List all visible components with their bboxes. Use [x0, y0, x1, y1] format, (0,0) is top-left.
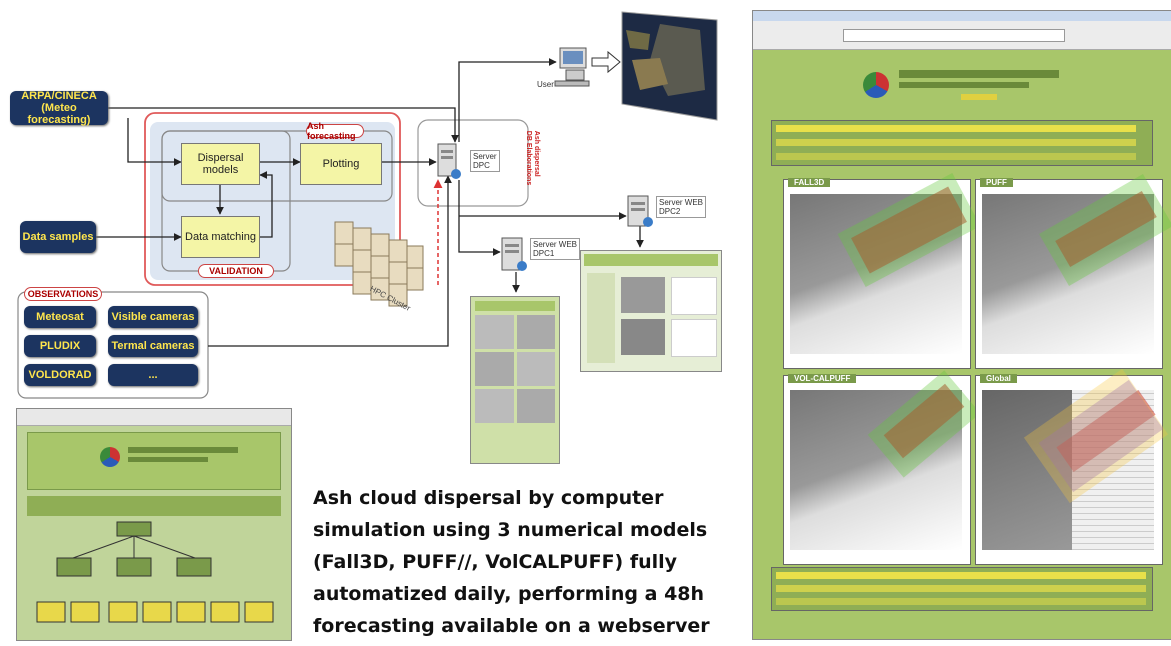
- maps-grid: FALL3D PUFF VOL-CALPUFF Global: [783, 172, 1171, 569]
- user-to-map-arrow: [591, 50, 621, 74]
- server-dpc-label: Server DPC: [470, 150, 500, 172]
- site-header: [771, 58, 1153, 116]
- arpa-to-dispersal-line: [127, 118, 182, 166]
- server-web2-icon: [627, 195, 653, 227]
- arpa-to-server-line: [107, 107, 459, 143]
- obs-pludix: PLUDIX: [24, 335, 96, 357]
- map-panel-volcalpuff: VOL-CALPUFF: [783, 370, 981, 565]
- map-panel-puff: PUFF: [975, 174, 1171, 369]
- observations-to-server-line: [208, 175, 452, 347]
- caption-line-2: simulation using 3 numerical models: [313, 519, 708, 541]
- browser-titlebar: [753, 11, 1171, 21]
- validation-tag: VALIDATION: [198, 264, 274, 278]
- logo-icon: [100, 447, 120, 467]
- browser-screenshot: FALL3D PUFF VOL-CALPUFF Global: [752, 10, 1171, 640]
- server-to-web1-line: [458, 180, 501, 256]
- web1-page-thumbnail: [470, 296, 560, 464]
- map-title-fall3d: FALL3D: [788, 178, 831, 187]
- obs-visible-cameras: Visible cameras: [108, 306, 198, 328]
- map-panel-fall3d: FALL3D: [783, 172, 981, 369]
- server-group-frame: [417, 119, 529, 207]
- map-title-puff: PUFF: [980, 178, 1013, 187]
- caption-line-3: (Fall3D, PUFF//, VolCALPUFF) fully: [313, 551, 678, 573]
- plotting-node: Plotting: [300, 143, 382, 185]
- map-panel-global: Global: [975, 368, 1169, 565]
- caption-line-4: automatized daily, performing a 48h: [313, 583, 705, 605]
- dispersal-models-node: Dispersal models: [181, 143, 260, 185]
- obs-voldorad: VOLDORAD: [24, 364, 96, 386]
- obs-meteosat: Meteosat: [24, 306, 96, 328]
- tree-page-screenshot: [16, 408, 292, 641]
- obs-termal-cameras: Termal cameras: [108, 335, 198, 357]
- server-dpc-icon: [437, 143, 461, 179]
- server-web1-icon: [501, 237, 527, 271]
- computer-icon: [554, 47, 590, 87]
- server-web1-label: Server WEB DPC1: [530, 238, 581, 260]
- info-table: [771, 120, 1153, 166]
- site-logo-icon: [863, 72, 889, 98]
- matching-feedback-line: [259, 171, 273, 238]
- bottom-info-table: [771, 567, 1153, 611]
- web2-page-thumbnail: [580, 250, 722, 372]
- ash-forecasting-tag: Ash forecasting: [306, 121, 364, 141]
- browser-toolbar: [753, 21, 1171, 50]
- server-to-user-line: [458, 58, 557, 142]
- caption-line-1: Ash cloud dispersal by computer: [313, 487, 664, 509]
- map-title-global: Global: [980, 374, 1017, 383]
- data-matching-node: Data matching: [181, 216, 260, 258]
- satellite-map-image: [621, 11, 718, 121]
- hpc-cluster-icon: [334, 221, 424, 307]
- map-title-volcalpuff: VOL-CALPUFF: [788, 374, 857, 383]
- obs-more: ...: [108, 364, 198, 386]
- user-label: User: [537, 80, 554, 89]
- observations-tag: OBSERVATIONS: [24, 287, 102, 301]
- caption-line-5: forecasting available on a webserver: [313, 615, 710, 637]
- storage-label: Ash dispersal DB Elaborations: [525, 130, 541, 186]
- server-web2-label: Server WEB DPC2: [656, 196, 707, 218]
- arpa-cineca-node: ARPA/CINECA (Meteo forecasting): [10, 90, 108, 126]
- data-samples-node: Data samples: [20, 221, 96, 253]
